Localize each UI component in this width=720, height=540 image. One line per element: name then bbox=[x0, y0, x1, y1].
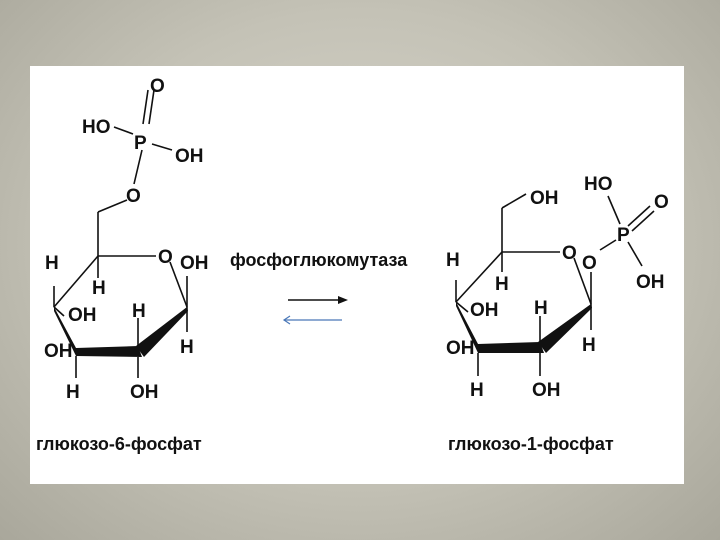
atom-c1-h: H bbox=[180, 337, 194, 358]
atom-c3-h: H bbox=[534, 298, 548, 319]
ring-wedge-right bbox=[136, 307, 188, 357]
atom-ring-o: O bbox=[158, 247, 173, 268]
atom-c4-oh-low: OH bbox=[446, 338, 475, 359]
atom-c5-h: H bbox=[495, 274, 509, 295]
p-ho-bond bbox=[113, 126, 134, 135]
p-double-bond-a bbox=[142, 89, 149, 125]
atom-p: P bbox=[134, 133, 147, 154]
p-o-bond bbox=[133, 149, 143, 185]
caption-glucose-1-phosphate: глюкозо-1-фосфат bbox=[448, 434, 614, 454]
glucose-6-phosphate-structure: O HO P OH O O OH H H OH H OH H H OH глюк… bbox=[36, 76, 209, 454]
reaction-diagram: O HO P OH O O OH H H OH H OH H H OH глюк… bbox=[36, 76, 669, 454]
atom-ho: HO bbox=[82, 117, 111, 138]
atom-c4-oh-low: OH bbox=[44, 341, 73, 362]
ester-p-bond bbox=[599, 239, 617, 251]
atom-c3-h-down: H bbox=[470, 380, 484, 401]
caption-glucose-6-phosphate: глюкозо-6-фосфат bbox=[36, 434, 202, 454]
atom-c4-oh: OH bbox=[470, 300, 499, 321]
ester-ch2-bond bbox=[97, 199, 128, 213]
ringO-c1-bond bbox=[573, 257, 592, 305]
ringO-c1-bond bbox=[169, 261, 188, 308]
p-ho-bond bbox=[607, 195, 621, 225]
reverse-arrowhead-icon bbox=[282, 315, 291, 325]
atom-c3-h-down: H bbox=[66, 382, 80, 403]
c4-oh-bond bbox=[455, 301, 469, 313]
ring-wedge-left bbox=[54, 307, 78, 356]
atom-o-top: O bbox=[654, 192, 669, 213]
atom-c4-h-up: H bbox=[446, 250, 460, 271]
slide-content: O HO P OH O O OH H H OH H OH H H OH глюк… bbox=[30, 66, 684, 484]
p-double-bond-b bbox=[148, 89, 155, 125]
c5-c4-bond bbox=[455, 251, 503, 303]
enzyme-label: фосфоглюкомутаза bbox=[230, 250, 408, 270]
p-oh-bond bbox=[151, 143, 173, 151]
glucose-1-phosphate-structure: OH HO O P OH O O H H OH H OH H H OH глюк… bbox=[446, 174, 669, 454]
p-double-bond-a bbox=[627, 205, 651, 227]
atom-oh: OH bbox=[175, 146, 204, 167]
atom-c4-h-up: H bbox=[45, 253, 59, 274]
atom-ester-o: O bbox=[582, 253, 597, 274]
atom-c1-oh: OH bbox=[180, 253, 209, 274]
atom-ring-o: O bbox=[562, 243, 577, 264]
p-double-bond-b bbox=[631, 210, 655, 232]
forward-arrowhead-icon bbox=[338, 296, 348, 304]
atom-ho: HO bbox=[584, 174, 613, 195]
atom-c6-oh: OH bbox=[530, 188, 559, 209]
ring-bold-bottom bbox=[478, 342, 544, 353]
c5-c4-bond bbox=[53, 255, 99, 308]
atom-c4-oh: OH bbox=[68, 305, 97, 326]
c4-oh-bond bbox=[53, 306, 65, 317]
atom-c2-oh: OH bbox=[130, 382, 159, 403]
ring-wedge-left bbox=[456, 302, 480, 353]
atom-c5-h: H bbox=[92, 278, 106, 299]
p-oh-bond bbox=[627, 241, 643, 267]
atom-c3-h: H bbox=[132, 301, 146, 322]
reaction-center: фосфоглюкомутаза bbox=[230, 250, 408, 325]
ring-bold-bottom bbox=[76, 346, 142, 357]
atom-p: P bbox=[617, 225, 630, 246]
ring-wedge-right bbox=[538, 304, 592, 353]
atom-c2-oh: OH bbox=[532, 380, 561, 401]
atom-ester-o: O bbox=[126, 186, 141, 207]
atom-oh: OH bbox=[636, 272, 665, 293]
c6-oh-bond bbox=[501, 193, 527, 209]
atom-c1-h: H bbox=[582, 335, 596, 356]
atom-o-top: O bbox=[150, 76, 165, 97]
